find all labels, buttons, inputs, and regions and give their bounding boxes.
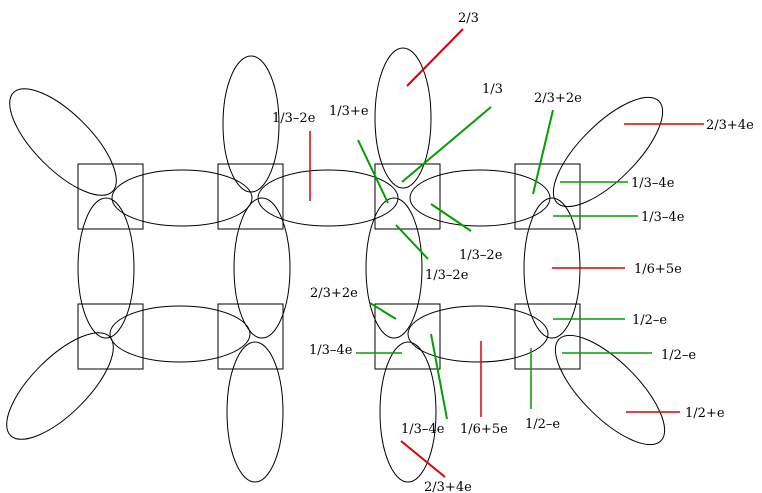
label-two-thirds-plus-4e-bottom: 2/3+4e bbox=[424, 480, 472, 493]
ellipse-v-mid-3 bbox=[365, 197, 423, 339]
ellipse-top-h-2 bbox=[257, 169, 399, 227]
square-bottom-2 bbox=[217, 303, 284, 370]
square-top-4 bbox=[514, 163, 581, 230]
label-top-two-thirds: 2/3 bbox=[458, 11, 479, 26]
label-two-thirds-plus-2e-top: 2/3+2e bbox=[534, 91, 582, 106]
label-one-third-plus-e: 1/3+e bbox=[329, 104, 369, 119]
green-leader-two-thirds-plus-2e-top bbox=[532, 109, 554, 195]
label-one-half-plus-e: 1/2+e bbox=[685, 406, 725, 421]
label-one-sixth-plus-5e-right: 1/6+5e bbox=[634, 262, 682, 277]
green-leaders bbox=[356, 106, 652, 420]
label-one-half-minus-e-bottom: 1/2–e bbox=[525, 417, 560, 432]
label-one-third-minus-2e-mid: 1/3–2e bbox=[459, 248, 503, 263]
ellipse-v-top-1 bbox=[222, 55, 280, 193]
ellipse-v-bottom-2 bbox=[379, 341, 437, 483]
ellipse-v-mid-1 bbox=[77, 197, 135, 339]
square-bottom-1 bbox=[77, 303, 144, 370]
ellipse-diag-top-right bbox=[552, 96, 664, 208]
green-leader-one-third bbox=[401, 106, 492, 183]
label-one-half-minus-e-b: 1/2–e bbox=[661, 348, 696, 363]
green-leader-one-third-plus-e bbox=[357, 139, 389, 204]
ellipse-bottom-h-2 bbox=[407, 305, 549, 363]
green-leader-low bbox=[395, 224, 429, 260]
ellipse-top-h-3 bbox=[409, 169, 551, 227]
square-top-2 bbox=[217, 163, 284, 230]
square-top-1 bbox=[77, 163, 144, 230]
label-two-thirds-plus-4e-right: 2/3+4e bbox=[706, 118, 754, 133]
square-top-3 bbox=[374, 163, 441, 230]
green-leader-mid bbox=[430, 203, 472, 232]
red-leader-top bbox=[406, 28, 464, 87]
label-one-half-minus-e-a: 1/2–e bbox=[632, 313, 667, 328]
label-one-third-minus-2e-low: 1/3–2e bbox=[425, 268, 469, 283]
label-one-third-minus-4e-left: 1/3–4e bbox=[309, 343, 353, 358]
green-leader-two-thirds-plus-2e-low bbox=[369, 302, 397, 320]
label-one-third-minus-4e-a: 1/3–4e bbox=[631, 176, 675, 191]
green-leader-bottom-slant bbox=[430, 333, 448, 420]
square-bottom-3 bbox=[374, 303, 441, 370]
ellipse-diag-bottom-left bbox=[6, 332, 114, 440]
label-one-third-minus-4e-b: 1/3–4e bbox=[641, 210, 685, 225]
red-leaders bbox=[309, 28, 704, 478]
ellipse-top-h-1 bbox=[111, 169, 253, 227]
ellipse-v-bottom-1 bbox=[226, 341, 284, 483]
ellipse-diag-top-left bbox=[9, 88, 117, 196]
label-one-third-minus-4e-bottom: 1/3–4e bbox=[401, 422, 445, 437]
red-leader-bottom bbox=[400, 440, 446, 478]
ellipse-diag-bottom-right bbox=[554, 334, 666, 446]
label-one-third-minus-2e-top: 1/3–2e bbox=[272, 111, 316, 126]
ellipse-v-mid-2 bbox=[233, 197, 291, 339]
label-two-thirds-plus-2e-low: 2/3+2e bbox=[310, 286, 358, 301]
ellipse-v-top-2 bbox=[374, 47, 432, 189]
label-one-sixth-plus-5e-bottom: 1/6+5e bbox=[460, 422, 508, 437]
ellipse-bottom-h-1 bbox=[109, 305, 251, 363]
label-one-third: 1/3 bbox=[482, 82, 503, 97]
labels: 2/3 1/3 1/3–2e 1/3+e 2/3+2e 2/3+4e 1/3–4… bbox=[272, 11, 754, 493]
